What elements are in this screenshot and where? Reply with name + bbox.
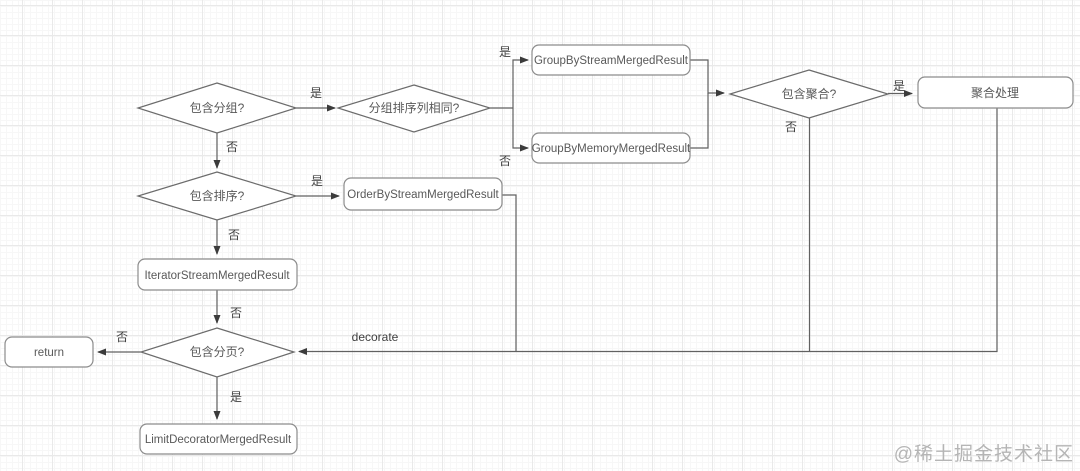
rect-shape: [917, 76, 1074, 109]
node-aggregation-process: 聚合处理: [917, 76, 1074, 109]
node-label: OrderByStreamMergedResult: [347, 189, 499, 201]
node-contains-order: 包含排序?: [135, 171, 299, 221]
node-group-by-stream: GroupByStreamMergedResult: [531, 44, 691, 76]
edge-label-yes: 是: [311, 174, 323, 188]
rect-shape: [4, 336, 94, 368]
rect-shape: [531, 44, 691, 76]
node-contains-aggregation: 包含聚合?: [727, 69, 891, 119]
edge-group-order-yes: [512, 56, 529, 108]
edge-label-yes: 是: [230, 390, 242, 404]
diamond-shape: [139, 327, 296, 378]
node-label: 包含分页?: [190, 344, 245, 359]
edge-label-no: 否: [499, 154, 511, 168]
diamond-shape: [135, 171, 299, 221]
edge-label-yes: 是: [499, 45, 511, 59]
edge-label-yes: 是: [893, 79, 905, 93]
rect-shape: [343, 177, 503, 211]
rect-shape: [139, 423, 298, 455]
node-label: LimitDecoratorMergedResult: [145, 434, 292, 446]
node-group-by-memory: GroupByMemoryMergedResult: [531, 132, 691, 164]
node-order-by-stream: OrderByStreamMergedResult: [343, 177, 503, 211]
node-limit-decorator: LimitDecoratorMergedResult: [139, 423, 298, 455]
node-contains-pagination: 包含分页?: [139, 327, 296, 378]
diamond-shape: [136, 82, 298, 134]
edge-labels: 是 否 是 否 是 否 是 否 否 否 是 decorate: [116, 45, 905, 404]
node-label: 聚合处理: [971, 85, 1019, 100]
edge-label-decorate: decorate: [352, 330, 399, 344]
edge-merge-to-aggregation: [690, 59, 725, 97]
node-return: return: [4, 336, 94, 368]
edges: [97, 56, 998, 420]
node-group-order-columns-same: 分组排序列相同?: [335, 84, 493, 133]
diamond-shape: [727, 69, 891, 119]
nodes: 包含分组? 分组排序列相同? GroupByStreamMergedResult…: [4, 44, 1074, 455]
edge-label-no: 否: [116, 330, 128, 344]
node-label: IteratorStreamMergedResult: [144, 270, 290, 282]
node-label: 包含分组?: [190, 100, 245, 115]
edge-label-no: 否: [228, 228, 240, 242]
edge-order-by-stream-down: [502, 194, 517, 352]
node-contains-group: 包含分组?: [136, 82, 298, 134]
edge-label-no: 否: [785, 120, 797, 134]
rect-shape: [137, 258, 298, 291]
edge-group-order-no: [512, 108, 529, 152]
node-label: 包含排序?: [190, 188, 245, 203]
node-label: 包含聚合?: [782, 86, 837, 101]
edge-decorate-return-line: [298, 108, 998, 355]
node-label: GroupByMemoryMergedResult: [532, 143, 691, 155]
edge-group-by-memory-merge: [690, 93, 709, 149]
diamond-shape: [335, 84, 493, 133]
node-iterator-stream: IteratorStreamMergedResult: [137, 258, 298, 291]
edge-label-no: 否: [230, 306, 242, 320]
node-label: return: [34, 347, 64, 359]
juejin-watermark: @稀土掘金技术社区: [893, 444, 1074, 465]
rect-shape: [531, 132, 691, 164]
node-label: 分组排序列相同?: [369, 100, 460, 115]
node-label: GroupByStreamMergedResult: [534, 55, 689, 67]
edge-label-no: 否: [226, 140, 238, 154]
edge-label-yes: 是: [310, 86, 322, 100]
